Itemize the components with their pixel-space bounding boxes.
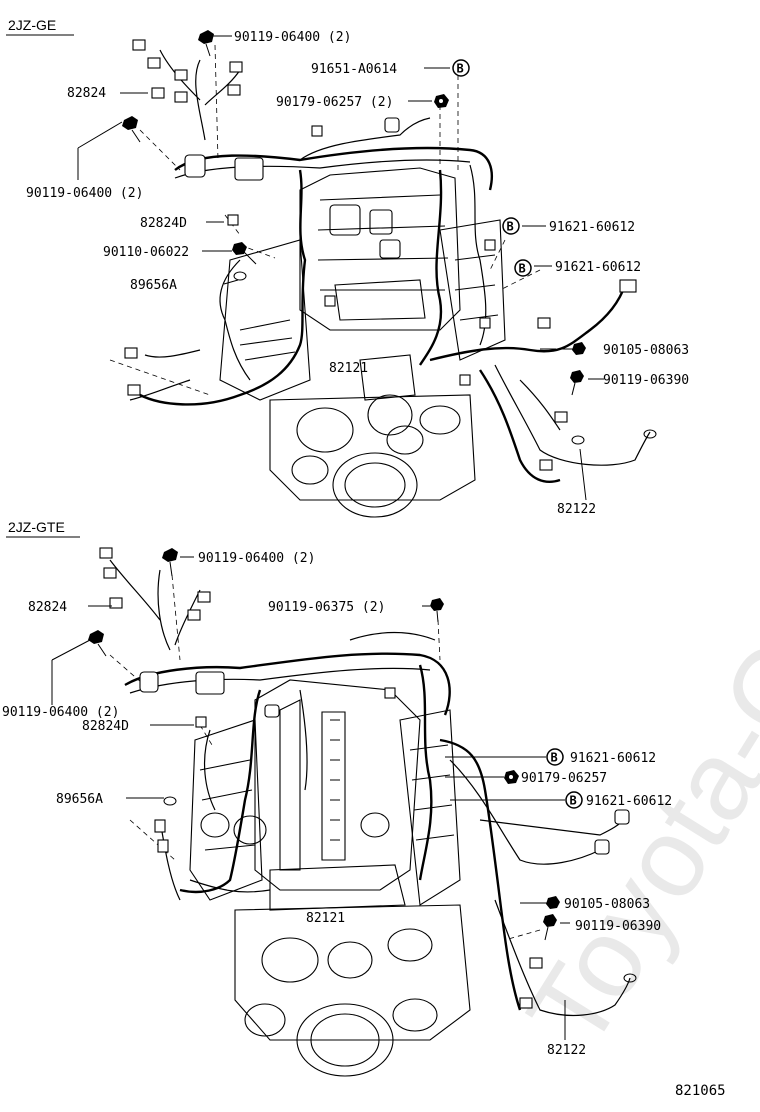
reference-number: 821065 (675, 1083, 726, 1099)
part-label: 90110-06022 (103, 245, 189, 260)
part-label: 90119-06390 (575, 919, 661, 934)
fasteners (88, 548, 637, 983)
part-label: 91621-60612 (549, 220, 635, 235)
part-label: 90119-06375 (2) (268, 600, 385, 615)
part-label: 90179-06257 (2) (276, 95, 393, 110)
watermark: Toyota-Carinfo.ru (503, 274, 760, 1069)
part-label: 82122 (547, 1043, 586, 1058)
nut-icon (434, 94, 449, 108)
part-label: 90179-06257 (521, 771, 607, 786)
clamp-icon (233, 271, 247, 281)
part-label: 82824D (82, 719, 129, 734)
clamp-icon (623, 973, 637, 983)
part-label: 89656A (130, 278, 177, 293)
bolt-icon (198, 30, 214, 57)
bolt-icon (232, 242, 257, 265)
svg-text:B: B (570, 794, 577, 808)
harness-82121 (109, 559, 451, 901)
b-circle-icon: B (514, 259, 532, 277)
bolt-icon (430, 598, 444, 623)
b-circle-icon: B (546, 748, 564, 766)
b-circle-icon: B (502, 217, 520, 235)
bolt-icon (88, 630, 107, 657)
part-label: 82121 (306, 911, 345, 926)
part-label: 90119-06390 (603, 373, 689, 388)
clamp-icon (571, 435, 585, 445)
bolt-icon (570, 370, 584, 396)
bolt-icon (122, 116, 141, 143)
harness-82122 (429, 284, 651, 483)
nut-icon (504, 770, 519, 784)
connectors (99, 547, 630, 1009)
svg-text:B: B (507, 220, 514, 234)
b-circle-icon: B (565, 791, 583, 809)
clamp-icon (643, 429, 657, 439)
engine-illustration (189, 679, 471, 1077)
part-label: 91621-60612 (586, 794, 672, 809)
part-label: 90105-08063 (564, 897, 650, 912)
part-label: 82122 (557, 502, 596, 517)
clamp-icon (163, 796, 177, 806)
svg-text:B: B (551, 751, 558, 765)
engine-illustration (219, 167, 506, 518)
part-label: 89656A (56, 792, 103, 807)
part-label: 82824 (28, 600, 67, 615)
part-label: 82121 (329, 361, 368, 376)
bolt-icon (543, 914, 557, 941)
part-label: 91651-A0614 (311, 62, 397, 77)
bolt-icon (560, 342, 586, 355)
part-label: 90119-06400 (2) (234, 30, 351, 45)
bolt-icon (162, 548, 178, 577)
harness-82122 (439, 738, 631, 1016)
b-circle-icon: B (452, 59, 470, 77)
part-label: 90119-06400 (2) (198, 551, 315, 566)
part-label: 82824 (67, 86, 106, 101)
section-title: 2JZ-GTE (8, 519, 65, 535)
part-label: 90105-08063 (603, 343, 689, 358)
svg-text:B: B (457, 62, 464, 76)
section-2jz-ge: 2JZ-GE (6, 17, 689, 518)
section-title: 2JZ-GE (8, 17, 56, 33)
part-label: 91621-60612 (555, 260, 641, 275)
part-label: 90119-06400 (2) (26, 186, 143, 201)
fasteners (122, 30, 657, 445)
part-label: 90119-06400 (2) (2, 705, 119, 720)
part-label: 91621-60612 (570, 751, 656, 766)
section-2jz-gte: 2JZ-GTE (2, 519, 672, 1077)
part-label: 82824D (140, 216, 187, 231)
svg-text:B: B (519, 262, 526, 276)
connectors (124, 39, 637, 471)
